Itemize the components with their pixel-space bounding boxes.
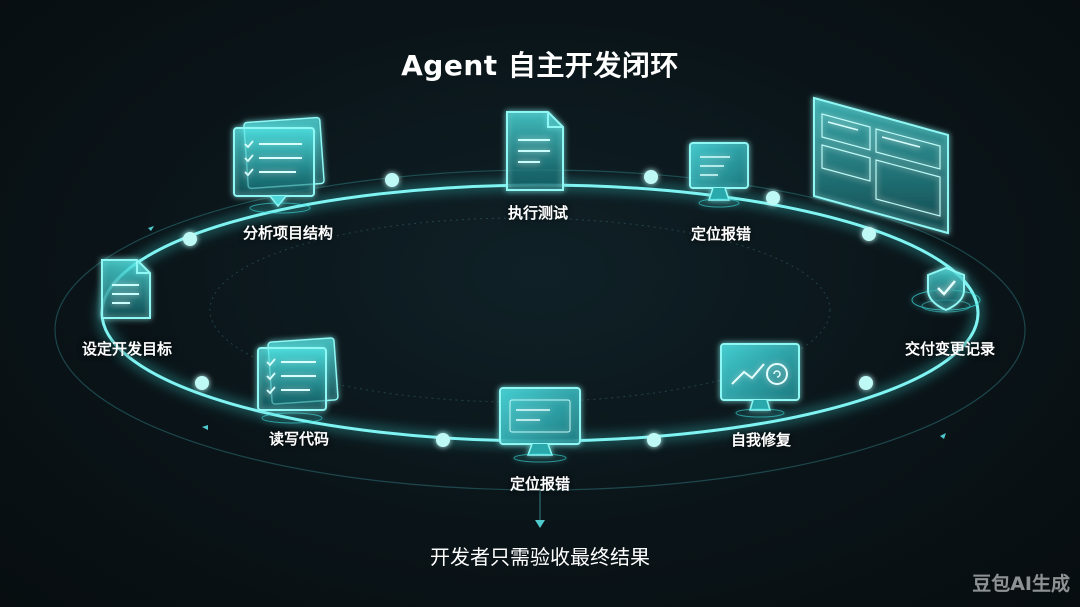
node-label-analyze-structure: 分析项目结构 xyxy=(242,224,334,242)
loop-dot xyxy=(644,170,658,184)
monitor-icon xyxy=(499,387,581,463)
diagram-title: Agent 自主开发闭环 xyxy=(401,49,679,82)
document-icon xyxy=(101,259,151,319)
ring-arrow xyxy=(148,226,154,231)
node-label-locate-error-top: 定位报错 xyxy=(690,225,752,243)
document-icon xyxy=(506,111,564,191)
ring-arrow xyxy=(940,433,946,439)
node-label-set-goal: 设定开发目标 xyxy=(81,340,173,358)
loop-dot xyxy=(766,191,780,205)
node-label-locate-error-bottom: 定位报错 xyxy=(509,475,571,493)
loop-dot xyxy=(862,227,876,241)
loop-dots xyxy=(183,170,876,447)
node-label-deliver-changelog: 交付变更记录 xyxy=(904,340,996,358)
shield-check-icon xyxy=(911,266,981,313)
dashboard-panel-icon xyxy=(813,96,949,235)
node-label-run-tests: 执行测试 xyxy=(507,204,569,222)
loop-dot xyxy=(195,376,209,390)
diagram-subtitle: 开发者只需验收最终结果 xyxy=(430,545,650,569)
node-label-self-repair: 自我修复 xyxy=(730,431,792,449)
monitor-chart-icon xyxy=(720,343,800,418)
watermark: 豆包AI生成 xyxy=(972,573,1070,595)
checklist-icon xyxy=(257,337,339,424)
loop-dot xyxy=(183,232,197,246)
inner-ring xyxy=(209,217,831,403)
ring-arrow xyxy=(202,425,208,430)
loop-dot xyxy=(436,433,450,447)
node-label-read-write-code: 读写代码 xyxy=(268,430,330,448)
down-arrow-head xyxy=(535,520,545,528)
checklist-icon xyxy=(233,116,325,214)
loop-dot xyxy=(859,376,873,390)
loop-dot xyxy=(647,433,661,447)
monitor-icon xyxy=(689,142,749,208)
loop-dot xyxy=(385,173,399,187)
